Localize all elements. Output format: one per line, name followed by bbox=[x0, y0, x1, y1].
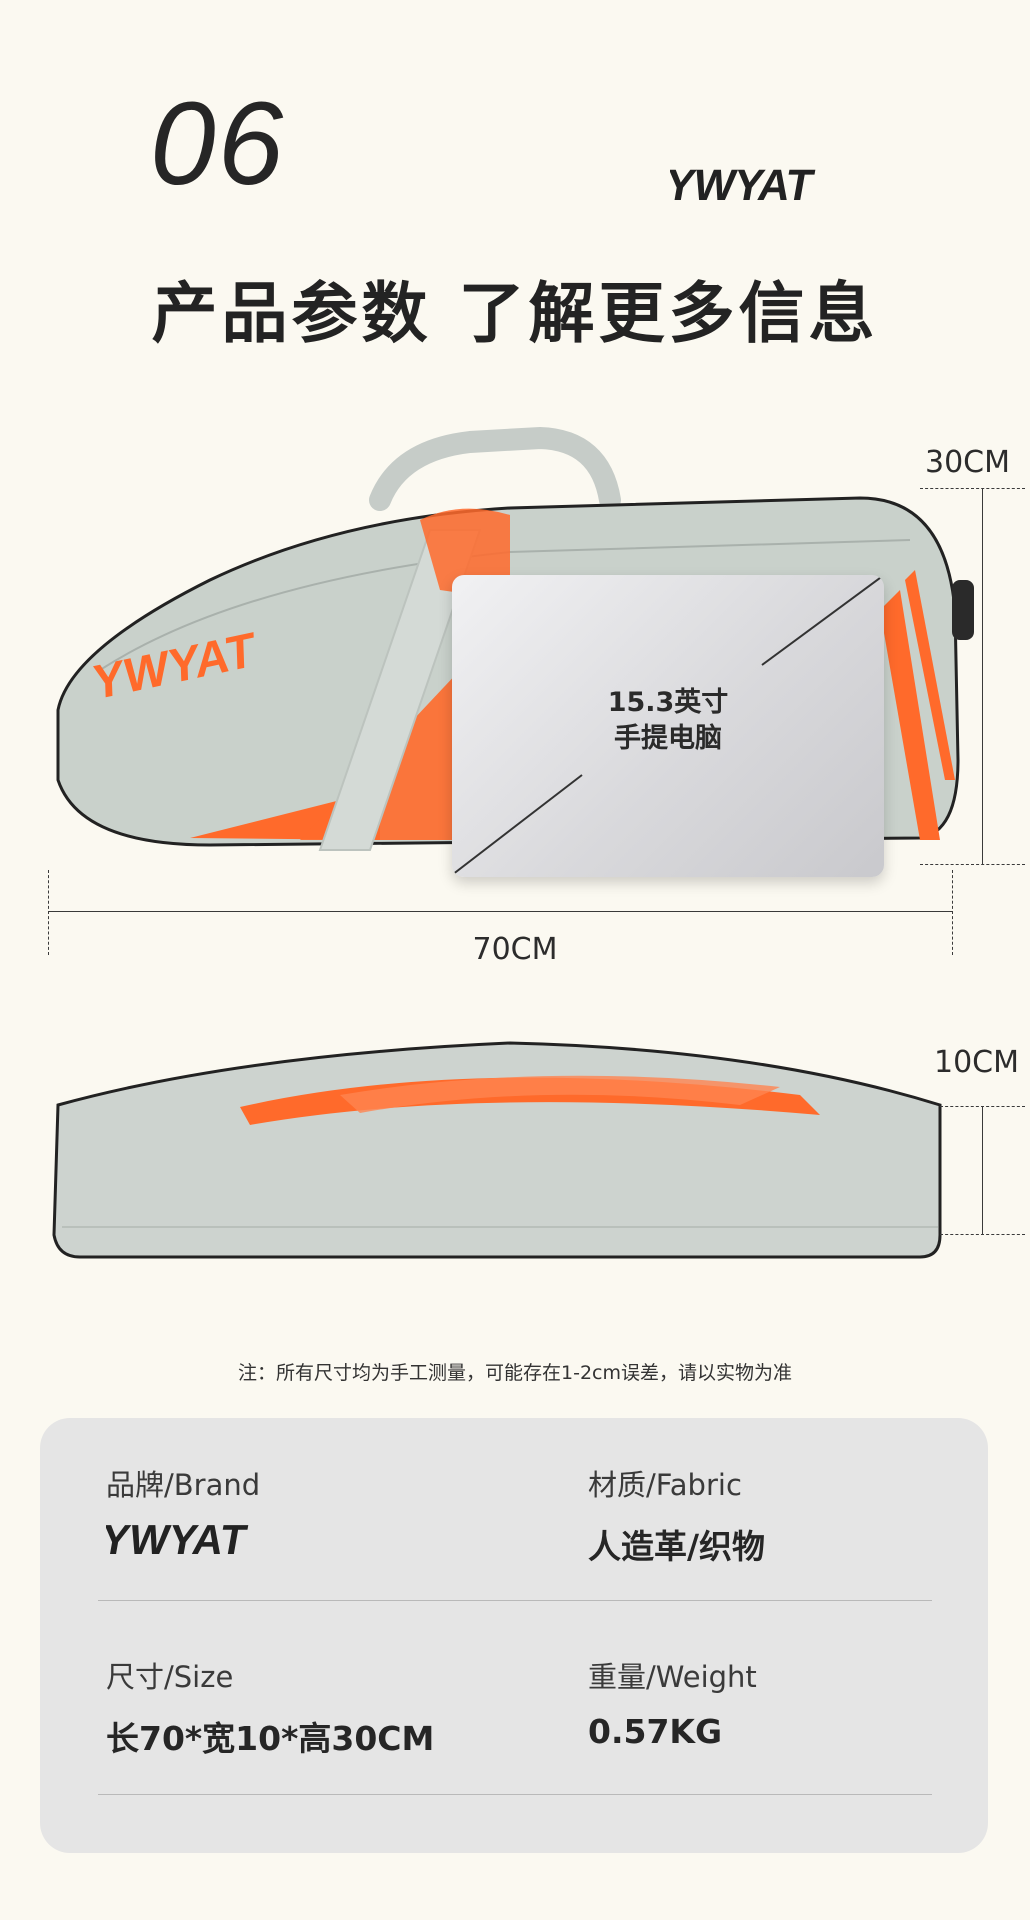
bag-handle bbox=[369, 426, 621, 511]
brand-logo-mark: YWYAT bbox=[670, 161, 817, 210]
spec-separator bbox=[98, 1600, 932, 1601]
spec-size-value: 长70*宽10*高30CM bbox=[106, 1719, 435, 1758]
height-dimension-axis bbox=[982, 488, 983, 864]
laptop-diagonal-lines bbox=[452, 575, 884, 876]
measurement-note: 注：所有尺寸均为手工测量，可能存在1-2cm误差，请以实物为准 bbox=[238, 1362, 792, 1384]
height-dimension-label: 30CM bbox=[925, 445, 1011, 480]
length-dimension-left-line bbox=[48, 870, 49, 955]
depth-dimension-bottom-line bbox=[940, 1234, 1025, 1235]
depth-dimension-label: 10CM bbox=[934, 1045, 1020, 1080]
length-dimension-label: 70CM bbox=[472, 932, 558, 967]
length-dimension-right-line bbox=[952, 870, 953, 955]
svg-text:YWYAT: YWYAT bbox=[106, 1516, 250, 1563]
depth-dimension-axis bbox=[982, 1106, 983, 1234]
laptop-type: 手提电脑 bbox=[614, 723, 722, 754]
height-dimension-top-line bbox=[920, 488, 1025, 489]
brand-logo: YWYAT bbox=[670, 160, 870, 210]
laptop-illustration: 15.3英寸 手提电脑 bbox=[452, 575, 884, 877]
bag-top-illustration bbox=[52, 1041, 942, 1259]
section-number: 06 bbox=[150, 78, 286, 210]
spec-fabric-label: 材质/Fabric bbox=[588, 1468, 742, 1502]
spec-separator-bottom bbox=[98, 1794, 932, 1795]
spec-weight-value: 0.57KG bbox=[588, 1712, 723, 1751]
bag-top-orange-stripes bbox=[240, 1075, 820, 1125]
specs-card: 品牌/Brand YWYAT 材质/Fabric 人造革/织物 尺寸/Size … bbox=[40, 1418, 988, 1853]
height-dimension-bottom-line bbox=[920, 864, 1025, 865]
spec-brand-value: YWYAT bbox=[97, 1514, 306, 1568]
spec-brand-label: 品牌/Brand bbox=[106, 1468, 261, 1502]
spec-fabric-value: 人造革/织物 bbox=[588, 1527, 766, 1566]
length-dimension-axis bbox=[48, 911, 952, 912]
page-title: 产品参数 了解更多信息 bbox=[151, 275, 879, 352]
bag-zipper-tab bbox=[952, 580, 974, 640]
spec-brand-logo: YWYAT bbox=[97, 1516, 250, 1563]
laptop-label: 15.3英寸 手提电脑 bbox=[452, 685, 884, 757]
spec-weight-label: 重量/Weight bbox=[588, 1660, 757, 1694]
bag-top-body bbox=[52, 1041, 942, 1259]
spec-size-label: 尺寸/Size bbox=[106, 1660, 234, 1694]
brand-logo-text: YWYAT bbox=[670, 161, 817, 210]
laptop-size: 15.3英寸 bbox=[607, 687, 729, 718]
